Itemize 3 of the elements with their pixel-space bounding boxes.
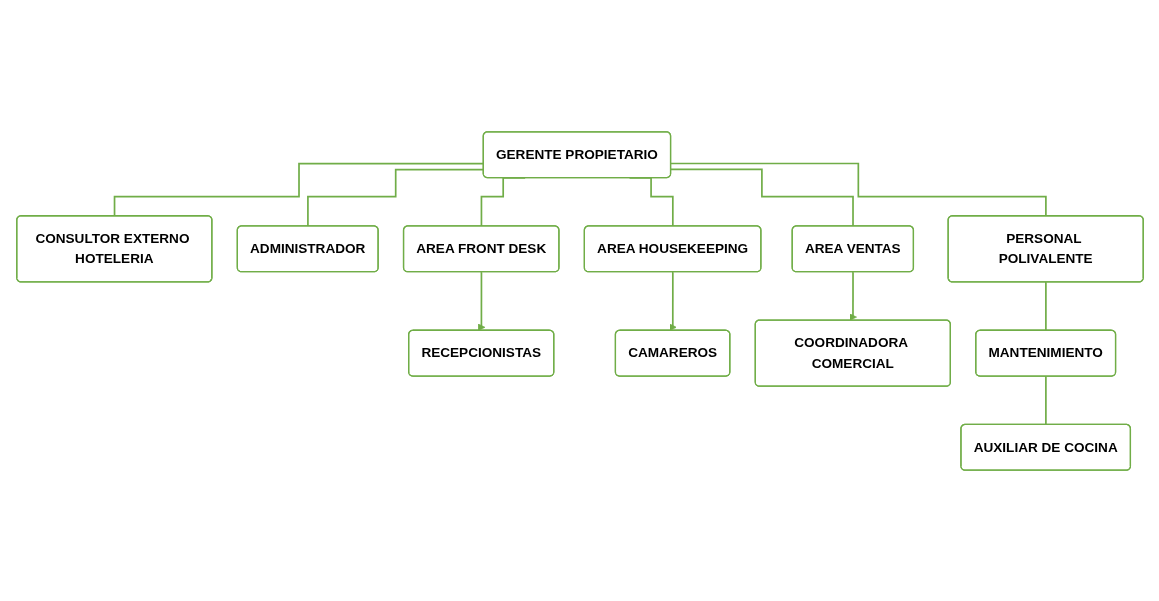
arrow bbox=[668, 270, 677, 331]
arrow bbox=[848, 270, 857, 321]
arrow bbox=[477, 270, 485, 331]
